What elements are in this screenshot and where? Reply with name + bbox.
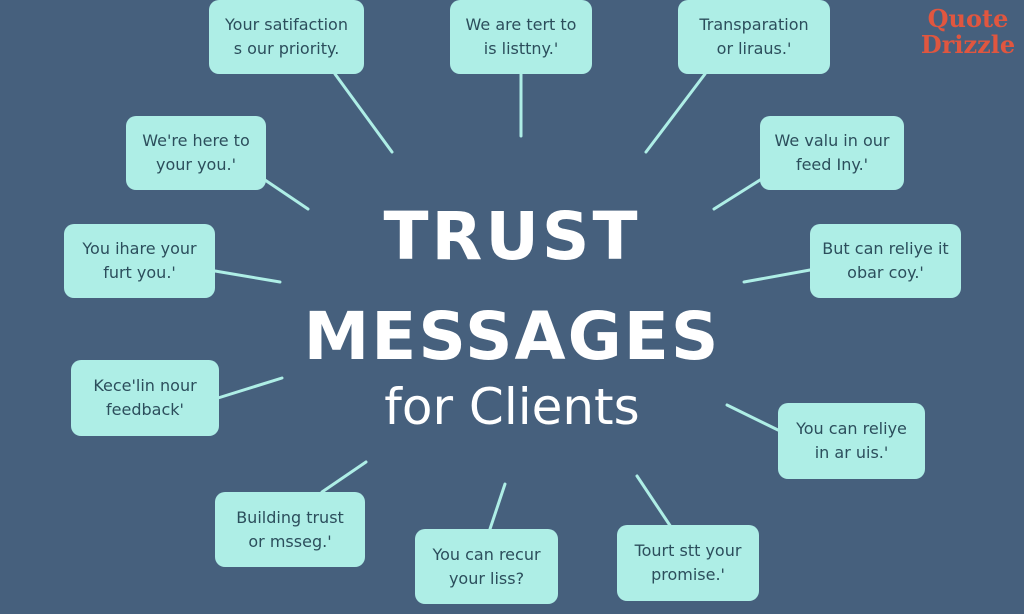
bubble-text-line: feedback': [106, 400, 184, 419]
bubble-text-line: But can reliye it: [822, 239, 949, 258]
connector-line: [742, 268, 812, 284]
bubble-text-line: is listtny.': [483, 39, 559, 58]
connector-line: [213, 269, 282, 284]
bubble-text-line: in ar uis.': [814, 443, 889, 462]
bubble-text-line: feed Iny.': [795, 155, 869, 174]
message-bubble: We are tert to is listtny.': [450, 0, 592, 74]
message-bubble: Your satifaction s our priority.: [209, 0, 364, 74]
logo-line: Drizzle: [920, 30, 1016, 59]
title-for-clients: for Clients: [384, 378, 640, 436]
bubble-text-line: your liss?: [448, 568, 525, 588]
message-bubble: Transparation or liraus.': [678, 0, 830, 74]
message-bubble: We're here to your you.': [126, 116, 266, 190]
bubble-text-line: your you.': [156, 155, 236, 174]
message-bubble: You can reliye in ar uis.': [778, 403, 925, 479]
connector-line: [263, 178, 310, 211]
bubble-text-line: We are tert to: [465, 15, 577, 34]
bubble-text-line: or msseg.': [248, 531, 332, 551]
connector-line: [320, 460, 368, 494]
message-bubble: You can recur your liss?: [415, 529, 558, 604]
bubble-text-line: furt you.': [103, 263, 176, 282]
bubble-text-line: We're here to: [142, 131, 250, 150]
connector-line: [635, 474, 673, 529]
connector-line: [488, 482, 507, 531]
title-messages: MESSAGES: [303, 298, 721, 375]
brand-logo: Quote Drizzle: [918, 6, 1018, 58]
bubble-text-line: obar coy.': [847, 263, 924, 282]
connector-line: [644, 72, 707, 154]
message-bubble: Kece'lin nour feedback': [71, 360, 219, 436]
bubble-text-line: Transparation: [699, 15, 809, 34]
bubble-text-line: Building trust: [236, 507, 344, 527]
bubble-text-line: s our priority.: [233, 39, 340, 58]
connector-line: [333, 72, 394, 154]
message-bubble: Tourt stt your promise.': [617, 525, 759, 601]
bubble-text-line: Your satifaction: [225, 15, 348, 34]
title-trust: TRUST: [383, 198, 641, 275]
logo-line: Quote: [927, 4, 1009, 33]
connector-line: [725, 403, 780, 432]
connector-line: [712, 178, 762, 211]
bubble-text-line: We valu in our: [774, 131, 890, 150]
bubble-text-line: You can recur: [432, 544, 541, 564]
bubble-text-line: Tourt stt your: [634, 541, 742, 560]
bubble-text-line: promise.': [651, 565, 725, 584]
bubble-text-line: You ihare your: [82, 239, 197, 258]
bubble-text-line: You can reliye: [796, 419, 907, 438]
bubble-text-line: or liraus.': [716, 39, 792, 58]
message-bubble: Building trust or msseg.': [215, 492, 365, 567]
message-bubble: You ihare your furt you.': [64, 224, 215, 298]
message-bubble: We valu in our feed Iny.': [760, 116, 904, 190]
message-bubble: But can reliye it obar coy.': [810, 224, 961, 298]
connector-line: [216, 376, 284, 400]
bubble-text-line: Kece'lin nour: [93, 376, 197, 395]
